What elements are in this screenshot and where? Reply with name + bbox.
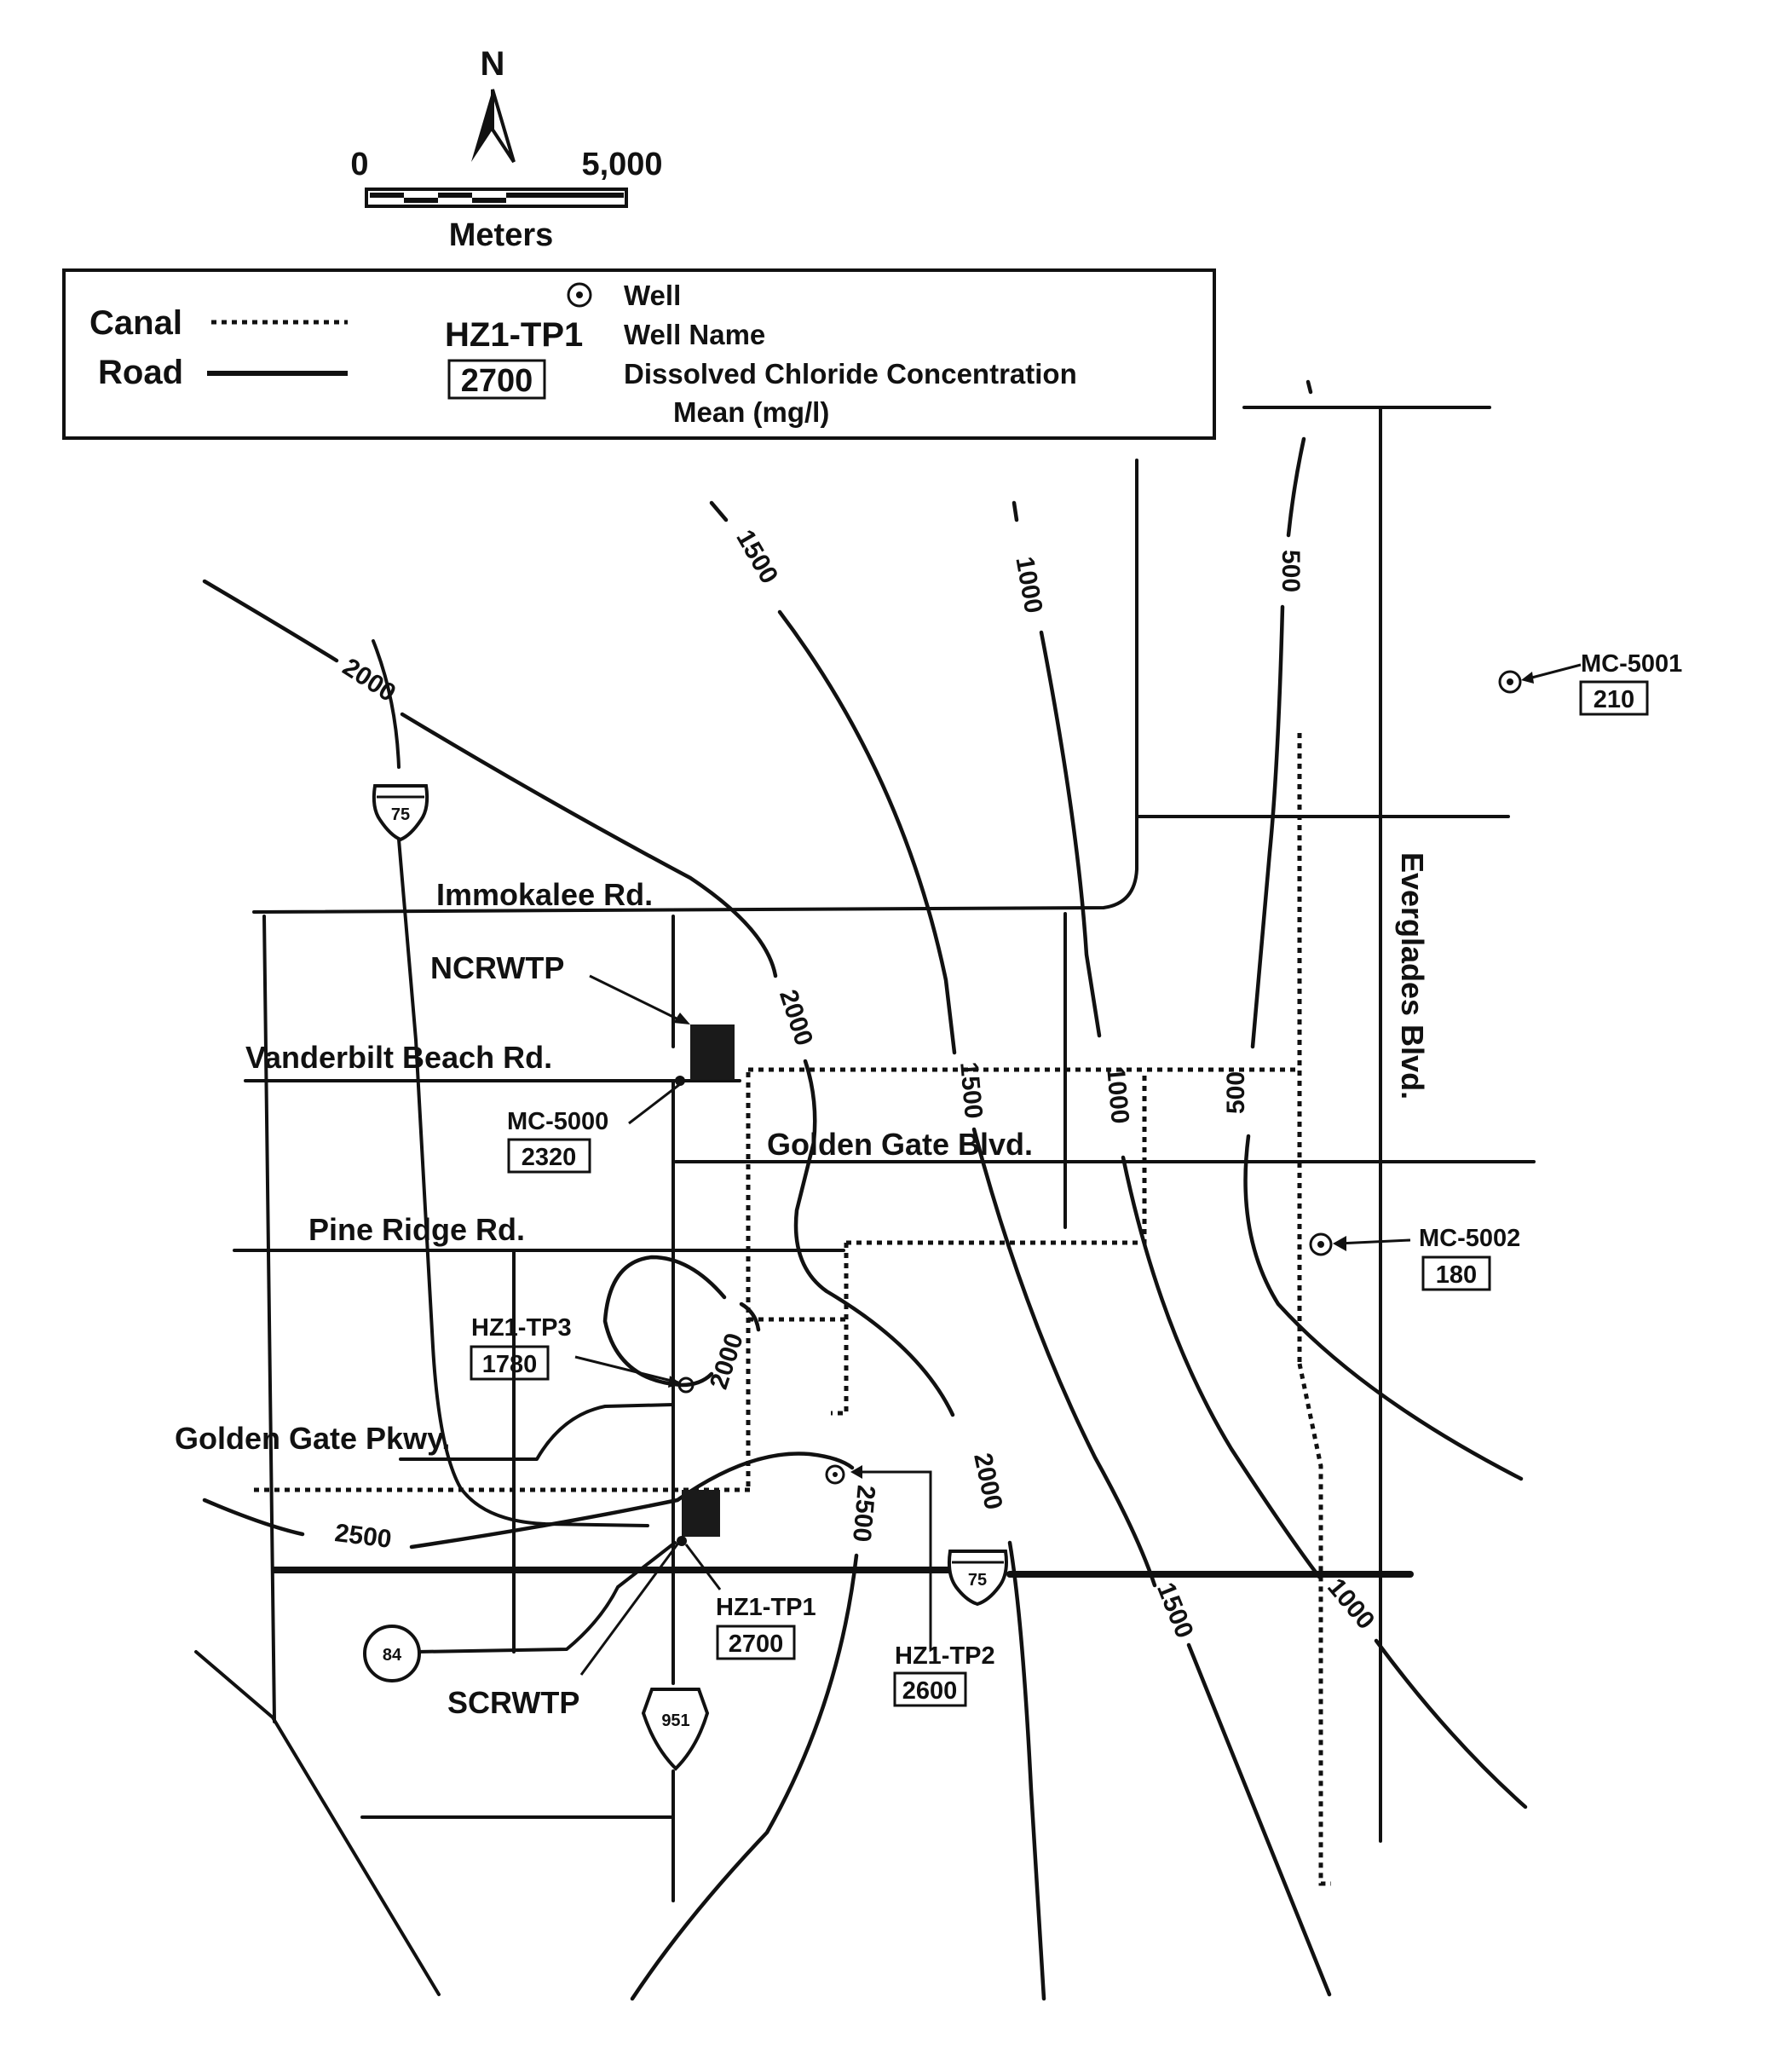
- well-name: MC-5001: [1581, 650, 1682, 678]
- label-golden-gate-blvd: Golden Gate Blvd.: [767, 1127, 1033, 1162]
- legend-frame: [62, 268, 1216, 440]
- contour-label-1000-south: 1000: [1322, 1573, 1380, 1635]
- well-chloride: 2320: [522, 1144, 577, 1171]
- well-icon: [677, 1536, 687, 1546]
- well-hz1-tp1: HZ1-TP1 2700: [677, 1536, 816, 1660]
- facility-ncrwtp-label: NCRWTP: [430, 950, 564, 985]
- legend-concentration-unit: Mean (mg/l): [673, 396, 829, 428]
- well-hz1-tp2: HZ1-TP2 2600: [825, 1464, 995, 1707]
- well-hz1-tp3: HZ1-TP3 1780: [470, 1314, 695, 1394]
- contour-label-1000-north: 1000: [1010, 555, 1047, 615]
- well-chloride: 210: [1594, 686, 1634, 713]
- i75-shield-south-icon: 75: [947, 1550, 1008, 1607]
- legend-well-name-sample: HZ1-TP1: [445, 316, 583, 354]
- contour-label-2000-mid: 2000: [774, 986, 818, 1049]
- well-chloride: 2700: [729, 1630, 784, 1658]
- sr84-shield-icon: 84: [363, 1625, 421, 1682]
- legend-road-label: Road: [98, 354, 183, 391]
- well-icon: [675, 1076, 685, 1086]
- road-sr84: [416, 1541, 677, 1654]
- well-icon: [677, 1377, 695, 1394]
- well-icon: [1498, 670, 1522, 694]
- well-name: HZ1-TP1: [716, 1594, 816, 1621]
- shield-label: 75: [391, 805, 410, 824]
- contour-label-1500-mid: 1500: [954, 1060, 988, 1119]
- road-golden-gate-pkwy: [399, 1403, 675, 1461]
- shields: 75 75 84 951: [363, 784, 1008, 1771]
- north-arrow-icon: [471, 89, 493, 162]
- facility-scrwtp-label: SCRWTP: [447, 1685, 579, 1720]
- contour-2000-nw: [202, 579, 339, 663]
- contour-label-2000-east: 2000: [968, 1451, 1007, 1512]
- north-letter: N: [481, 45, 505, 83]
- label-pine-ridge-rd: Pine Ridge Rd.: [308, 1212, 525, 1247]
- contour-label-500-mid: 500: [1222, 1071, 1250, 1114]
- facilities: NCRWTP SCRWTP: [430, 950, 735, 1720]
- legend-concentration-sample: 2700: [461, 363, 533, 399]
- wells: MC-5001 210 MC-5000 2320 MC-5002 180: [470, 650, 1682, 1707]
- well-icon: [1309, 1232, 1333, 1256]
- scale-unit: Meters: [449, 217, 554, 253]
- well-chloride: 1780: [482, 1351, 538, 1378]
- legend-concentration-label: Dissolved Chloride Concentration: [624, 358, 1077, 390]
- well-mc-5002: MC-5002 180: [1309, 1225, 1520, 1291]
- shield-label: 951: [661, 1711, 689, 1730]
- shield-label: 84: [383, 1646, 402, 1665]
- well-chloride: 180: [1436, 1261, 1477, 1289]
- contour-label-1000-mid: 1000: [1101, 1065, 1134, 1124]
- i75-shield-north-icon: 75: [372, 784, 429, 842]
- legend-well-name-label: Well Name: [624, 319, 765, 350]
- label-immokalee-rd: Immokalee Rd.: [436, 877, 653, 912]
- legend: Canal Road Well HZ1-TP1 Well Name 2700 D…: [62, 268, 1216, 440]
- scrwtp-plant-icon: [682, 1490, 720, 1537]
- well-mc-5000: MC-5000 2320: [507, 1076, 685, 1174]
- well-name: MC-5002: [1419, 1225, 1520, 1252]
- contour-label-1500-south: 1500: [1151, 1579, 1199, 1642]
- contour-label-2500-west: 2500: [333, 1519, 393, 1554]
- north-arrow: N: [471, 45, 516, 164]
- scale-max: 5,000: [581, 147, 662, 182]
- well-name: MC-5000: [507, 1108, 608, 1135]
- label-vanderbilt-beach-rd: Vanderbilt Beach Rd.: [245, 1040, 552, 1075]
- cr951-shield-icon: 951: [641, 1688, 710, 1771]
- legend-well-label: Well: [624, 280, 681, 311]
- contours: [202, 379, 1528, 2001]
- well-chloride: 2600: [902, 1677, 958, 1705]
- well-icon: [825, 1464, 845, 1485]
- shield-label: 75: [968, 1571, 987, 1590]
- road-immokalee: [252, 459, 1138, 914]
- contour-label-500-north: 500: [1277, 550, 1305, 592]
- legend-well-icon: [567, 282, 592, 308]
- road-i75: [372, 639, 401, 769]
- scrwtp-arrow: [579, 1538, 683, 1676]
- well-name: HZ1-TP2: [895, 1642, 995, 1670]
- roads: [194, 406, 1536, 1996]
- canals: [254, 733, 1331, 1886]
- contour-label-2500-south: 2500: [847, 1484, 880, 1543]
- road-labels: Immokalee Rd. Vanderbilt Beach Rd. Golde…: [175, 852, 1430, 1456]
- contour-label-2000-loop: 2000: [705, 1330, 749, 1393]
- scale-bar: 0 5,000 Meters: [350, 147, 662, 253]
- legend-canal-label: Canal: [89, 304, 182, 342]
- ncrwtp-plant-icon: [690, 1024, 735, 1080]
- contour-label-1500-north: 1500: [730, 525, 783, 588]
- label-everglades-blvd: Everglades Blvd.: [1395, 852, 1430, 1099]
- scale-min: 0: [350, 147, 368, 182]
- well-name: HZ1-TP3: [471, 1314, 572, 1342]
- label-golden-gate-pkwy: Golden Gate Pkwy.: [175, 1421, 450, 1456]
- well-mc-5001: MC-5001 210: [1498, 650, 1682, 716]
- ncrwtp-arrow: [589, 974, 683, 1023]
